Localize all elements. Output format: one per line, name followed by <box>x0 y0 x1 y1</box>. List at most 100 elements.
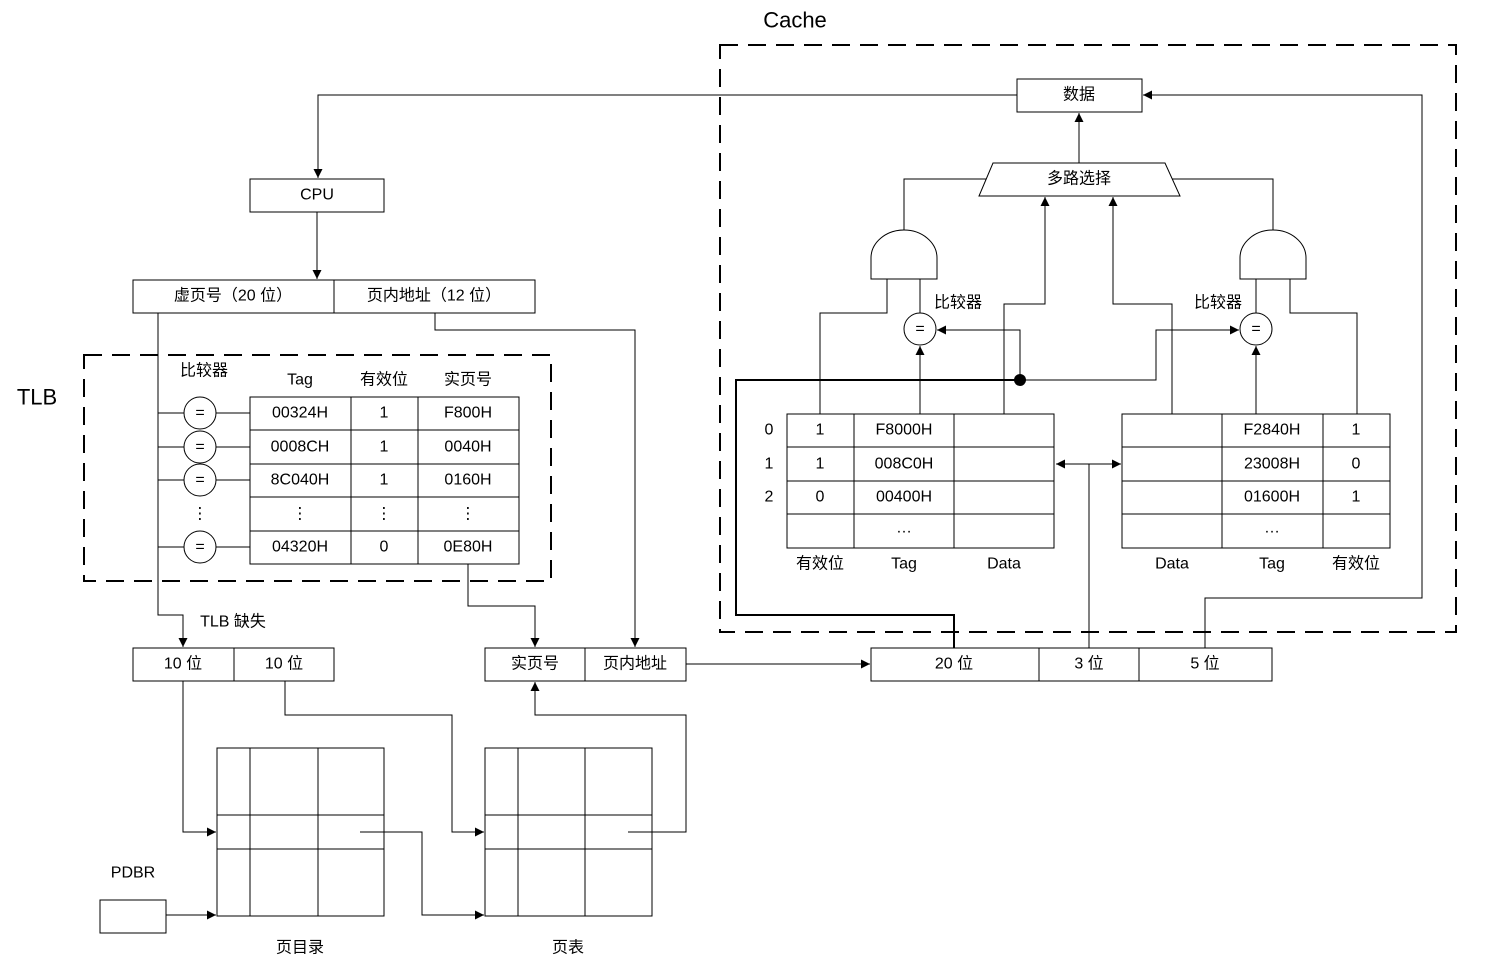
cache-right-cell-valid: 1 <box>1352 422 1361 439</box>
tlb-cell-tag: 04320H <box>272 539 328 556</box>
tlb-hit-ppn-arrow <box>467 564 540 647</box>
cache-left-and-gate <box>870 229 938 280</box>
va-offset-label: 页内地址（12 位） <box>367 287 501 305</box>
tlb-cell-valid: ⋮ <box>376 506 392 523</box>
tlb-cell-valid: 1 <box>380 439 389 456</box>
cache-index-field-label: 3 位 <box>1074 655 1103 673</box>
tlb-cell-valid: 1 <box>380 405 389 422</box>
cache-left-header-data: Data <box>987 556 1021 573</box>
pt-index-label: 10 位 <box>265 655 303 673</box>
tlb-cell-ppn: ⋮ <box>460 506 476 523</box>
tlb-header-tag: Tag <box>287 372 313 389</box>
cache-tag-field-label: 20 位 <box>935 655 973 673</box>
tlb-cell-ppn: 0160H <box>444 472 491 489</box>
page-table-grid <box>484 747 653 917</box>
cache-right-cell-tag: 23008H <box>1244 456 1300 473</box>
cache-left-comparator-symbol: = <box>915 321 924 338</box>
pd-index-arrow <box>182 681 216 837</box>
cache-tag-field-box <box>870 647 1040 682</box>
pdbr-register <box>99 899 167 934</box>
cache-left-gate-to-mux <box>903 178 986 230</box>
tlb-comparator-ellipsis: ⋮ <box>192 506 208 523</box>
cache-right-valid-to-gate <box>1289 279 1358 414</box>
tlb-comparator-symbol: = <box>195 439 204 456</box>
page-table-label: 页表 <box>552 939 584 957</box>
tlb-header-ppn: 实页号 <box>444 371 492 389</box>
cache-right-cell-tag: … <box>1264 520 1280 537</box>
cache-left-cell-valid: 1 <box>816 422 825 439</box>
tlb-cell-tag: 00324H <box>272 405 328 422</box>
cache-set-index: 0 <box>765 422 774 439</box>
tlb-comparator-symbol: = <box>195 539 204 556</box>
multiplexer <box>978 162 1181 197</box>
cache-right-cell-tag: 01600H <box>1244 489 1300 506</box>
cache-right-cell-valid: 0 <box>1352 456 1361 473</box>
cache-right-header-tag: Tag <box>1259 556 1285 573</box>
tlb-cell-ppn: 0E80H <box>444 539 493 556</box>
tlb-region <box>83 354 552 582</box>
page-directory-label: 页目录 <box>276 939 324 957</box>
cache-right-header-valid: 有效位 <box>1332 555 1380 573</box>
cache-left-data-to-mux <box>1003 197 1050 414</box>
tlb-title: TLB <box>17 385 57 410</box>
cache-right-gate-to-mux <box>1172 178 1274 230</box>
data-to-cpu-arrow <box>313 94 1017 178</box>
pd-entry-arrow <box>360 831 484 920</box>
cache-tag-bus <box>735 379 1020 648</box>
vpn-bus <box>157 313 188 647</box>
tlb-cell-ppn: 0040H <box>444 439 491 456</box>
va-vpn-box <box>132 279 335 314</box>
cache-right-header-data: Data <box>1155 556 1189 573</box>
pd-index-box <box>132 647 235 682</box>
cache-tag-bus-right <box>1020 325 1239 381</box>
cache-tag-bus-left <box>937 325 1021 380</box>
tlb-cell-tag: ⋮ <box>292 506 308 523</box>
cpu-box <box>249 178 385 213</box>
cache-left-cell-tag: F8000H <box>876 422 933 439</box>
cache-set-index: 1 <box>765 456 774 473</box>
tlb-cell-tag: 0008CH <box>271 439 330 456</box>
tlb-comparator-symbol: = <box>195 472 204 489</box>
va-offset-bus <box>434 313 640 647</box>
cache-right-cell-valid: 1 <box>1352 489 1361 506</box>
va-vpn-label: 虚页号（20 位） <box>174 287 292 305</box>
pa-offset-label: 页内地址 <box>603 655 667 673</box>
tlb-miss-label: TLB 缺失 <box>200 613 266 631</box>
data-box-label: 数据 <box>1063 86 1095 104</box>
tlb-cell-tag: 8C040H <box>271 472 330 489</box>
tlb-cell-valid: 1 <box>380 472 389 489</box>
pdbr-label: PDBR <box>111 865 155 882</box>
pa-offset-box <box>584 647 687 682</box>
cache-offset-field-box <box>1138 647 1273 682</box>
pa-ppn-box <box>484 647 586 682</box>
cache-right-way-table <box>1121 413 1391 549</box>
tlb-cell-valid: 0 <box>380 539 389 556</box>
tlb-comparator-symbol: = <box>195 405 204 422</box>
cache-right-comparator-label: 比较器 <box>1194 294 1242 312</box>
tlb-cell-ppn: F800H <box>444 405 492 422</box>
cache-left-header-valid: 有效位 <box>796 555 844 573</box>
cache-offset-field-label: 5 位 <box>1190 655 1219 673</box>
cache-left-valid-to-gate <box>819 279 888 414</box>
tlb-comparator-label: 比较器 <box>180 362 228 380</box>
multiplexer-label: 多路选择 <box>1047 170 1111 188</box>
pt-entry-arrow <box>530 682 687 833</box>
cache-left-header-tag: Tag <box>891 556 917 573</box>
cache-left-cell-tag: 00400H <box>876 489 932 506</box>
cache-left-way-table <box>786 413 1055 549</box>
cpu-label: CPU <box>300 187 334 204</box>
cache-left-cell-valid: 0 <box>816 489 825 506</box>
tlb-header-valid: 有效位 <box>360 371 408 389</box>
cache-right-and-gate <box>1239 229 1307 280</box>
cache-left-cell-tag: … <box>896 520 912 537</box>
cache-set-index: 2 <box>765 489 774 506</box>
tlb-table <box>249 396 520 565</box>
cache-left-cell-tag: 008C0H <box>875 456 934 473</box>
pd-index-label: 10 位 <box>164 655 202 673</box>
cache-right-data-to-mux <box>1108 197 1173 414</box>
tag-bus-junction <box>1014 374 1026 386</box>
cache-left-cell-valid: 1 <box>816 456 825 473</box>
cache-right-cell-tag: F2840H <box>1244 422 1301 439</box>
va-offset-box <box>333 279 536 314</box>
